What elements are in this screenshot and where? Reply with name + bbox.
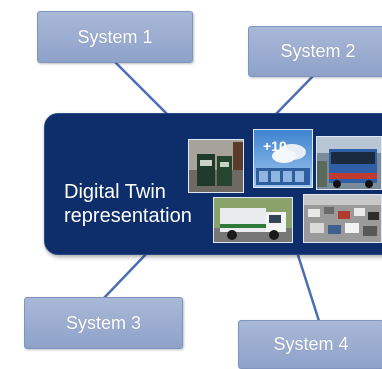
system-3-node: System 3 <box>24 297 183 349</box>
system-1-label: System 1 <box>77 26 153 47</box>
bus-photo <box>316 136 382 190</box>
traffic-photo <box>303 194 382 243</box>
system-2-label: System 2 <box>280 41 356 61</box>
system-1-node: System 1 <box>37 11 193 63</box>
connector-system1 <box>112 59 168 115</box>
garbage-truck-photo <box>213 197 293 243</box>
weather-icon <box>254 130 312 187</box>
system-2-node: System 2 <box>248 26 382 77</box>
system-3-label: System 3 <box>65 312 142 333</box>
system-4-node: System 4 <box>238 320 382 369</box>
connector-system2 <box>275 72 317 115</box>
connector-system4 <box>295 251 321 322</box>
hub-label-line1: Digital Twin <box>64 181 166 203</box>
garbage-truck-icon <box>214 198 292 242</box>
system-4-label: System 4 <box>273 334 349 354</box>
kiosk-icon <box>189 140 243 192</box>
weather-photo: +10 <box>253 129 313 188</box>
kiosk-photo <box>188 139 244 193</box>
hub-label: Digital Twin representation <box>64 180 192 228</box>
hub-label-line2: representation <box>64 205 192 227</box>
traffic-icon <box>304 195 381 242</box>
weather-temperature: +10 <box>263 138 287 154</box>
connector-system3 <box>103 251 149 299</box>
bus-icon <box>317 137 381 189</box>
